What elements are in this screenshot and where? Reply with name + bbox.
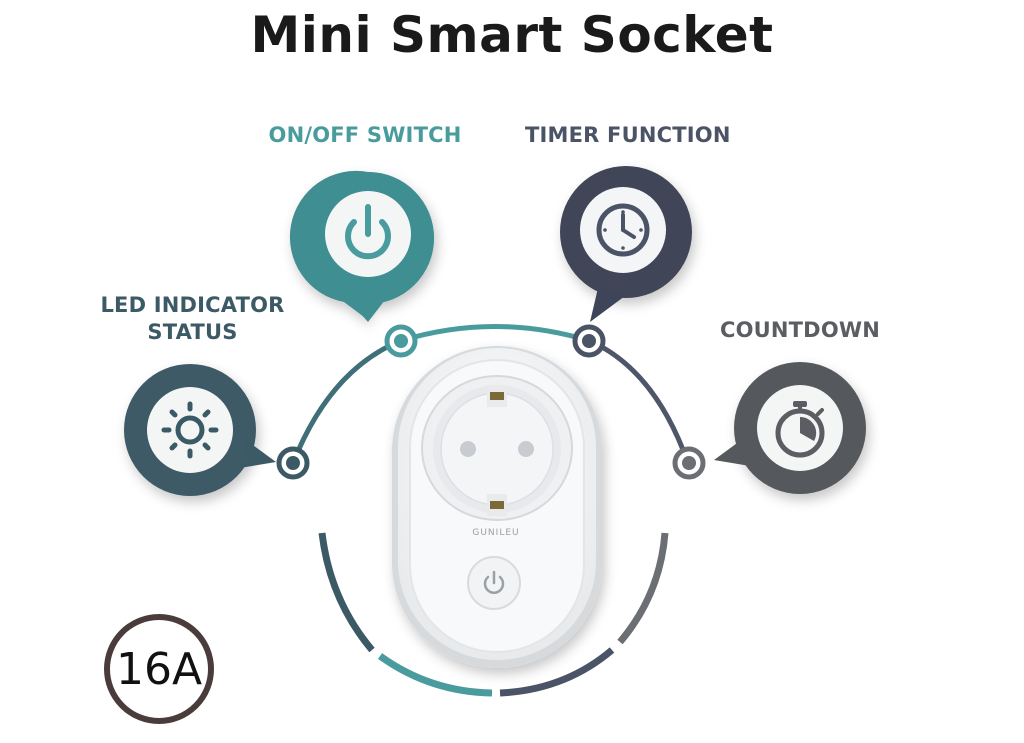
device-power-icon (483, 570, 505, 594)
countdown-bubble (714, 362, 866, 494)
smart-socket-device (392, 346, 602, 668)
led-bubble (124, 364, 276, 496)
timer-feature-label: TIMER FUNCTION (525, 123, 731, 147)
stopwatch-icon (775, 401, 825, 458)
timer-bubble (560, 166, 692, 322)
switch-bubble (289, 170, 434, 322)
lower-arc (318, 532, 669, 697)
current-rating-badge: 16A (104, 614, 214, 724)
device-brand-label: GUNILEU (472, 528, 520, 538)
power-icon (345, 204, 391, 260)
clock-icon (596, 203, 650, 257)
led-label-line1: LED INDICATOR (100, 293, 285, 317)
ring-markers (276, 324, 706, 480)
page-title: Mini Smart Socket (250, 6, 774, 64)
upper-arc (290, 324, 691, 464)
sun-icon (161, 401, 219, 459)
switch-feature-label: ON/OFF SWITCH (268, 123, 462, 147)
countdown-feature-label: COUNTDOWN (719, 318, 881, 342)
led-label-line2: STATUS (147, 320, 238, 344)
led-feature-label: LED INDICATOR STATUS (95, 292, 290, 346)
